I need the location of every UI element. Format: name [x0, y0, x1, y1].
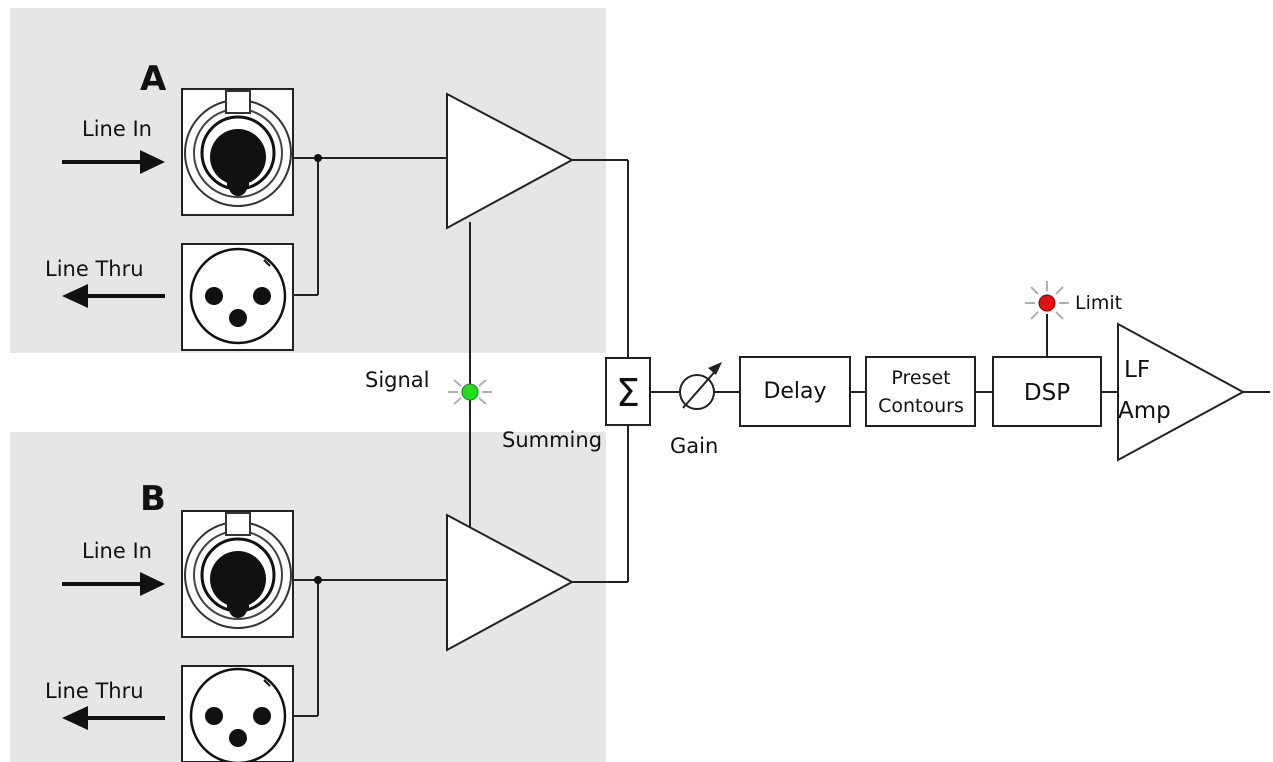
summing-block: Σ	[605, 357, 651, 426]
channel-a-combo-jack[interactable]	[181, 88, 294, 216]
channel-a-letter: A	[140, 59, 167, 99]
channel-b-line-in-arrow	[62, 572, 165, 596]
summing-label: Summing	[502, 428, 602, 452]
delay-block: Delay	[739, 356, 851, 427]
channel-b-line-in-label: Line In	[82, 539, 152, 563]
channel-b-line-thru-arrow	[62, 706, 165, 730]
channel-b-input-amp	[446, 513, 575, 652]
channel-b-letter: B	[140, 479, 166, 519]
channel-a-thru-jack[interactable]	[181, 243, 294, 351]
limit-led	[1025, 281, 1069, 320]
channel-a-line-in-arrow	[62, 150, 165, 174]
channel-a-line-thru-arrow	[62, 284, 165, 308]
lf-amp: LF Amp	[1117, 322, 1246, 462]
channel-b-combo-jack[interactable]	[181, 510, 294, 638]
gain-label: Gain	[670, 434, 718, 458]
channel-a-input-amp	[446, 92, 575, 230]
limit-label: Limit	[1075, 292, 1122, 314]
channel-b-line-thru-label: Line Thru	[45, 679, 144, 703]
channel-b-thru-jack[interactable]	[181, 665, 294, 762]
preset-contours-block: Preset Contours	[865, 356, 976, 427]
preset-label-line2: Contours	[878, 395, 964, 417]
gain-knob[interactable]	[679, 362, 722, 410]
summing-symbol: Σ	[616, 371, 640, 415]
delay-label: Delay	[763, 379, 826, 404]
signal-label: Signal	[365, 368, 430, 392]
channel-a-line-in-label: Line In	[82, 117, 152, 141]
channel-a-line-thru-label: Line Thru	[45, 257, 144, 281]
channel-a: A Line In Line Thru	[45, 59, 575, 351]
amp-label-line1: LF	[1124, 357, 1150, 383]
preset-label-line1: Preset	[891, 367, 950, 389]
channel-b: B Line In Line Thru	[45, 479, 575, 762]
dsp-label: DSP	[1024, 380, 1070, 406]
signal-led	[448, 379, 492, 405]
dsp-block: DSP	[992, 356, 1102, 427]
amp-label-line2: Amp	[1118, 398, 1171, 424]
